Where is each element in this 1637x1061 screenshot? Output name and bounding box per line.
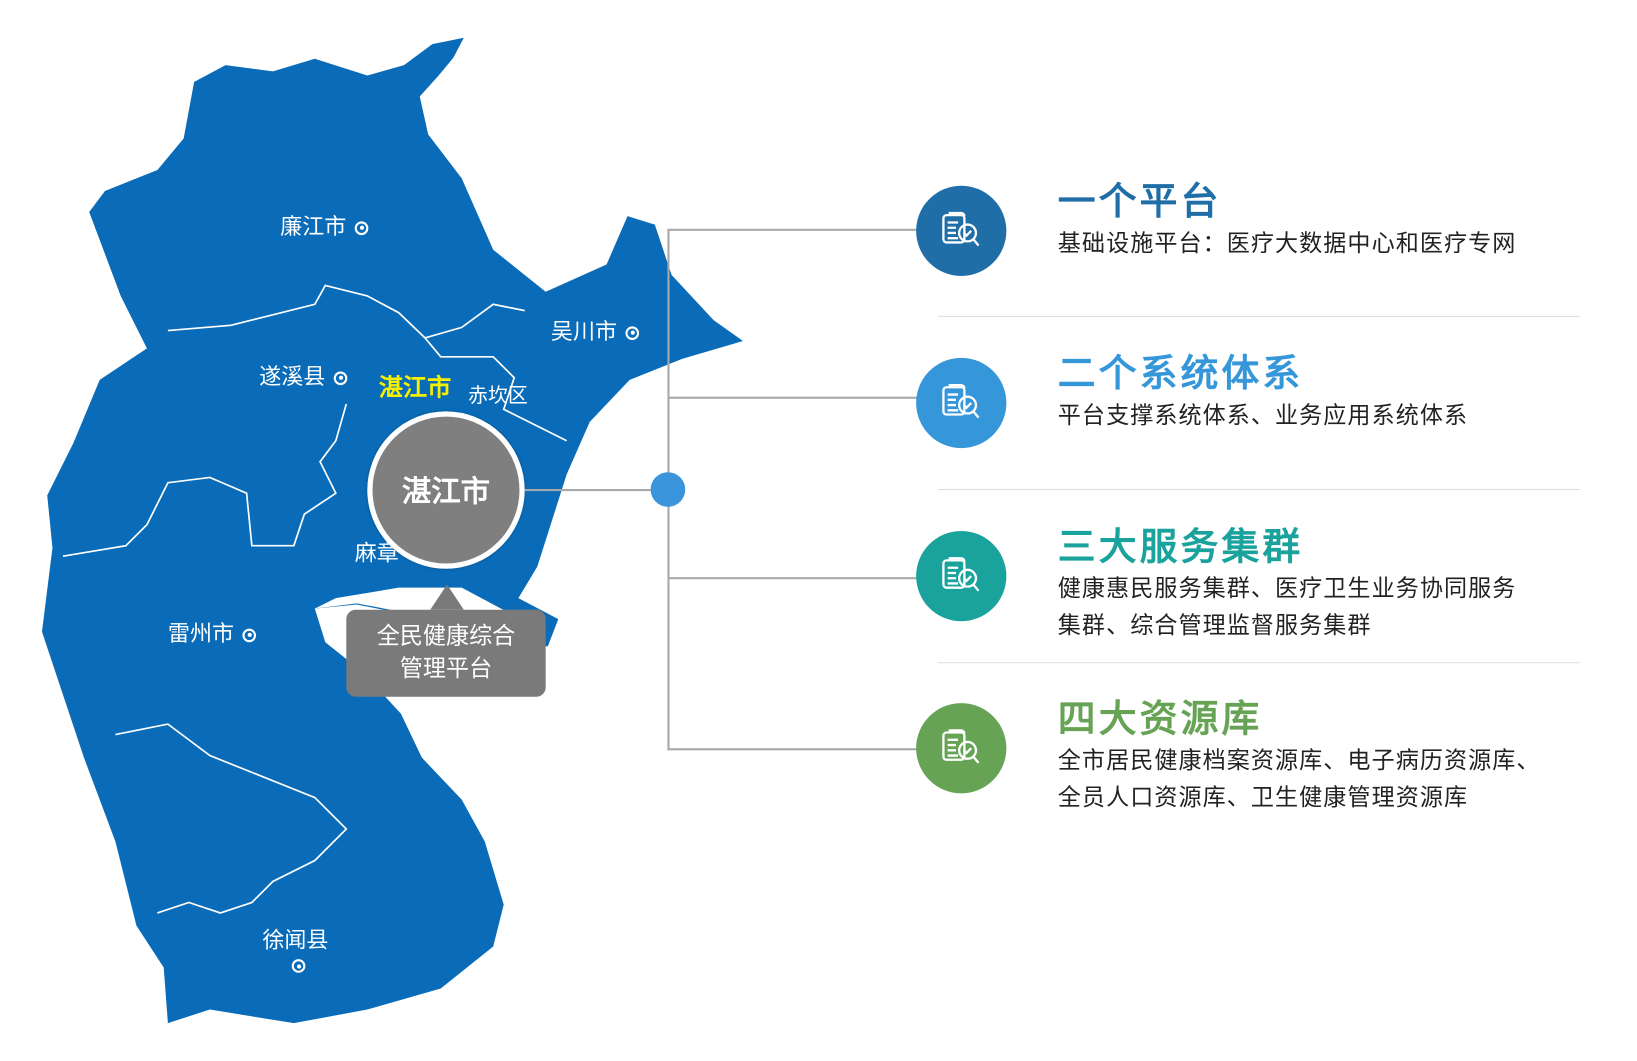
map-label-xuwen: 徐闻县 — [262, 927, 329, 953]
description-line: 全市居民健康档案资源库、电子病历资源库、 — [1057, 748, 1541, 775]
item-description: 基础设施平台：医疗大数据中心和医疗专网 — [1058, 226, 1517, 263]
description-line: 平台支撑系统体系、业务应用系统体系 — [1057, 402, 1469, 430]
map-label-wuchuan: 吴川市 — [550, 315, 640, 346]
description-line: 基础设施平台：医疗大数据中心和医疗专网 — [1057, 230, 1517, 258]
item-title: 四大资源库 — [1057, 697, 1263, 741]
map-label-zhanjiang: 湛江市 — [378, 374, 452, 402]
description-line: 集群、综合管理监督服务集群 — [1057, 612, 1372, 640]
description-line: 健康惠民服务集群、医疗卫生业务协同服务 — [1057, 576, 1517, 603]
district-borders — [62, 284, 568, 914]
city-marker-icon — [291, 959, 306, 973]
divider — [938, 662, 1581, 664]
document-search-check-icon — [916, 185, 1007, 276]
callout-line: 全民健康综合 — [376, 623, 516, 650]
branch-line — [667, 228, 920, 231]
label-text: 吴川市 — [550, 319, 618, 345]
item-description: 全市居民健康档案资源库、电子病历资源库、全员人口资源库、卫生健康管理资源库 — [1058, 743, 1541, 816]
description-line: 全员人口资源库、卫生健康管理资源库 — [1057, 784, 1469, 812]
city-marker-icon — [354, 220, 369, 235]
branch-line — [667, 396, 920, 399]
document-search-check-icon — [916, 703, 1007, 794]
callout-line: 管理平台 — [399, 655, 493, 683]
city-marker-icon — [242, 628, 257, 642]
document-search-check-icon — [916, 357, 1007, 449]
branch-line — [667, 748, 920, 751]
map-label-lianjiang: 廉江市 — [280, 210, 369, 241]
connector-line — [524, 489, 653, 492]
document-search-check-icon — [916, 530, 1007, 622]
platform-callout: 全民健康综合 管理平台 — [346, 584, 546, 697]
center-city-circle[interactable]: 湛江市 — [367, 411, 525, 569]
item-title: 二个系统体系 — [1057, 352, 1304, 396]
branch-line — [667, 577, 920, 580]
label-text: 遂溪县 — [259, 364, 326, 390]
item-description: 健康惠民服务集群、医疗卫生业务协同服务集群、综合管理监督服务集群 — [1058, 571, 1517, 644]
divider — [938, 489, 1581, 491]
city-marker-icon — [625, 325, 640, 340]
item-title: 三大服务集群 — [1057, 525, 1304, 569]
map-label-leizhou: 雷州市 — [167, 617, 257, 648]
label-text: 廉江市 — [280, 214, 347, 240]
hub-dot — [650, 472, 686, 507]
map-label-suixi: 遂溪县 — [259, 360, 348, 391]
city-marker-icon — [333, 370, 348, 385]
divider — [938, 315, 1581, 317]
center-city-label: 湛江市 — [401, 474, 491, 509]
item-description: 平台支撑系统体系、业务应用系统体系 — [1058, 398, 1468, 435]
map-label-chikan: 赤坎区 — [468, 384, 528, 408]
label-text: 雷州市 — [167, 621, 235, 647]
item-title: 一个平台 — [1057, 180, 1222, 224]
